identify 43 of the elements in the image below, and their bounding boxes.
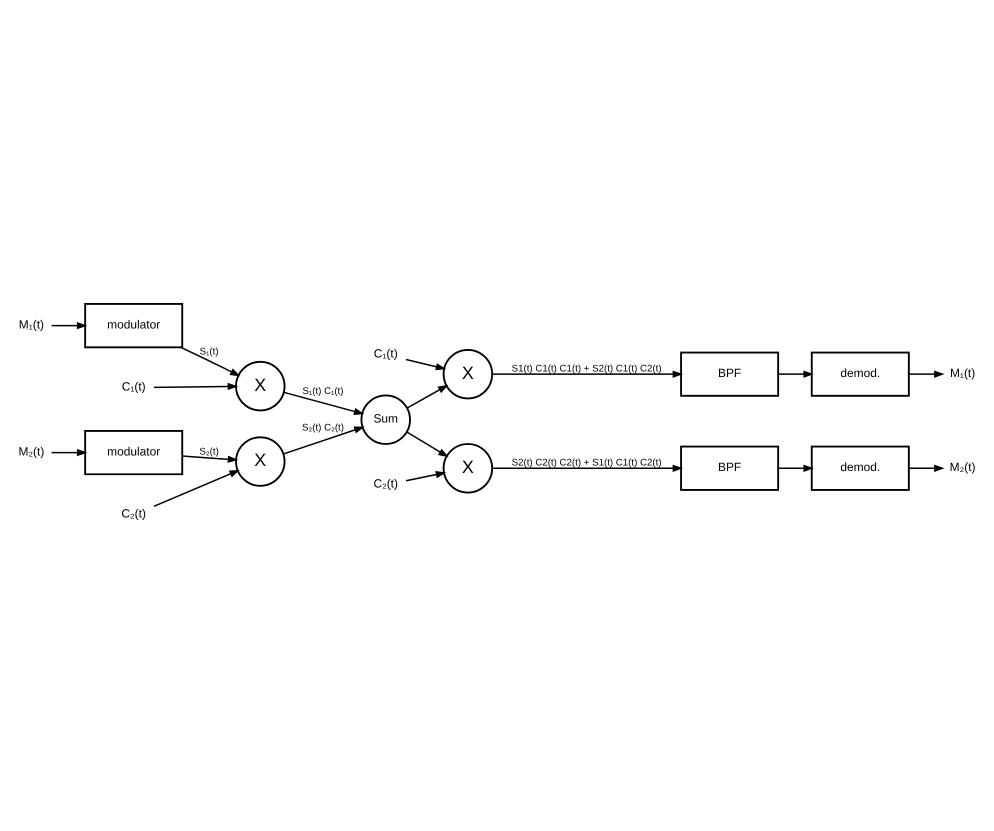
node-circle: X [442, 442, 494, 493]
edge-label: S₂(t) [199, 446, 219, 457]
arrow [180, 346, 240, 376]
edge-label: S₂(t) C₂(t) [302, 422, 344, 433]
node-circle: X [235, 436, 286, 486]
node-circle: X [235, 360, 286, 411]
node-text: M₁(t) [18, 316, 44, 331]
node-text: C₁(t) [122, 378, 146, 393]
node-box: BPF [680, 351, 780, 396]
arrow [909, 370, 945, 378]
edge-label: S₁(t) C₁(t) [302, 385, 344, 396]
arrow [284, 391, 364, 414]
arrow [492, 464, 684, 472]
node-text: C₁(t) [374, 346, 398, 360]
arrow [778, 370, 814, 378]
arrow [182, 454, 238, 462]
edge-label: S1(t) C1(t) C1(t) + S2(t) C1(t) C2(t) [512, 362, 662, 374]
arrow [406, 384, 448, 408]
node-text: C₂(t) [373, 476, 398, 490]
arrow [154, 382, 238, 390]
node-text: M₂(t) [18, 444, 44, 458]
arrow [909, 464, 945, 472]
node-box: demod. [810, 445, 910, 490]
arrow [52, 448, 88, 456]
arrow [492, 370, 684, 378]
node-text: M₁(t) [950, 366, 976, 380]
node-box: modulator [84, 430, 184, 475]
node-circle: Sum [360, 394, 411, 444]
arrow [406, 358, 446, 370]
node-box: modulator [84, 302, 184, 348]
edge-label: S2(t) C2(t) C2(t) + S1(t) C1(t) C2(t) [512, 457, 662, 468]
arrow [154, 469, 240, 506]
arrow [406, 430, 449, 457]
node-box: BPF [680, 445, 780, 490]
node-text: M₂(t) [950, 460, 976, 474]
node-circle: X [442, 348, 494, 399]
node-text: C₂(t) [121, 506, 146, 520]
arrow [52, 321, 88, 329]
node-box: demod. [810, 351, 910, 396]
edge-label: S₁(t) [200, 346, 219, 357]
arrow [406, 470, 446, 481]
arrow [778, 464, 814, 472]
arrow [283, 426, 365, 454]
